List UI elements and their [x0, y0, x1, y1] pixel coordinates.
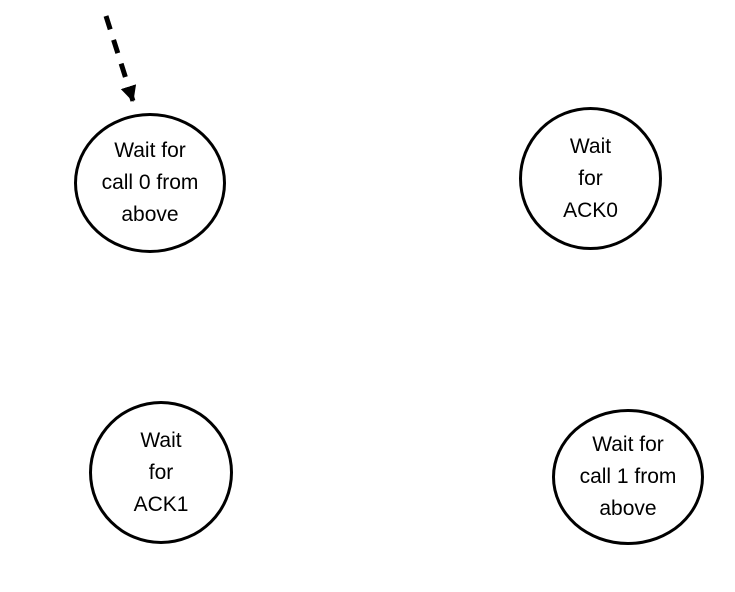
state-label: Wait for ACK1 [133, 428, 189, 516]
state-label: Wait for ACK0 [563, 134, 618, 222]
dashed-arrow-line [103, 15, 137, 102]
state-label: Wait for call 0 from above [101, 139, 199, 226]
state-label: Wait for call 1 from above [579, 433, 677, 520]
state-wait-call-0-from-above: Wait for call 0 from above [74, 113, 226, 253]
state-wait-ack1: Wait for ACK1 [89, 401, 233, 544]
state-wait-call-1-from-above: Wait for call 1 from above [552, 409, 704, 545]
state-wait-ack0: Wait for ACK0 [519, 107, 662, 250]
